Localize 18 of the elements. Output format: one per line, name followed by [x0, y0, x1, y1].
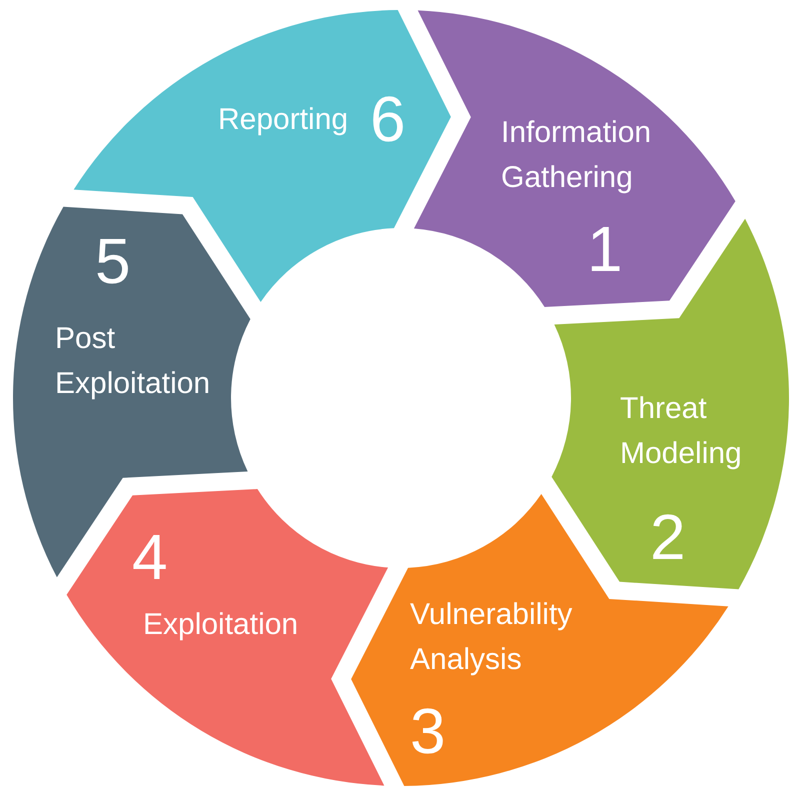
step-number: 1: [587, 217, 623, 281]
step-label: Vulnerability Analysis: [410, 597, 572, 678]
step-label: Exploitation: [143, 607, 298, 643]
step-label: Post Exploitation: [55, 321, 210, 402]
step-number: 2: [650, 505, 686, 569]
step-label: Reporting: [218, 102, 348, 138]
step-number: 5: [95, 229, 131, 293]
chevron-segment: [551, 218, 789, 590]
chevron-segment: [73, 10, 451, 303]
step-number: 4: [132, 525, 168, 589]
step-label: Information Gathering: [501, 115, 652, 196]
step-label: Threat Modeling: [620, 391, 742, 472]
step-number: 3: [410, 699, 446, 763]
chevron-segment: [351, 493, 729, 786]
chevron-segment: [413, 10, 736, 307]
chevron-segment: [66, 489, 389, 786]
chevron-segment: [13, 206, 251, 578]
step-number: 6: [370, 87, 406, 151]
